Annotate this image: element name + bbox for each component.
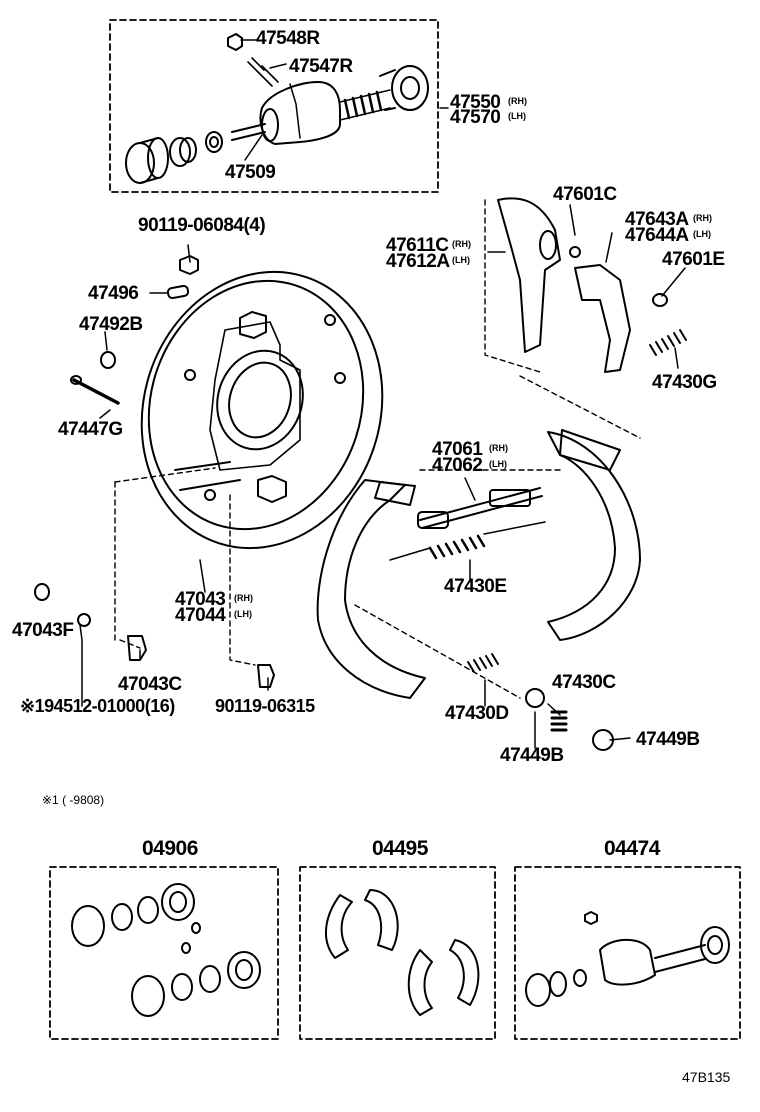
label-47644A: 47644A — [625, 225, 689, 246]
kit-label-04474: 04474 — [604, 837, 660, 860]
label-90119-06084: 90119-06084(4) — [138, 215, 266, 236]
adjuster-and-springs — [389, 487, 614, 751]
kit-label-04906: 04906 — [142, 837, 198, 860]
side-lh-47044: (LH) — [234, 609, 252, 619]
label-47601C: 47601C — [553, 184, 617, 205]
brake-shoes — [316, 429, 641, 699]
label-47547R: 47547R — [289, 56, 353, 77]
label-94512-01000: ※194512-01000(16) — [20, 696, 175, 716]
label-47043C: 47043C — [118, 674, 182, 695]
label-47509: 47509 — [225, 162, 276, 183]
side-lh-47612A: (LH) — [452, 255, 470, 265]
label-47548R: 47548R — [256, 28, 320, 49]
label-90119-06315: 90119-06315 — [215, 696, 315, 716]
side-rh-47550: (RH) — [508, 96, 527, 106]
label-47496: 47496 — [88, 283, 139, 304]
kit-04474-box — [514, 866, 741, 1040]
kit-04495-parts — [324, 889, 480, 1016]
label-47612A: 47612A — [386, 251, 450, 272]
label-47601E: 47601E — [662, 249, 725, 270]
kit-04906-box — [49, 866, 279, 1040]
label-47430D: 47430D — [445, 703, 509, 724]
side-lh-47644A: (LH) — [693, 229, 711, 239]
label-47430E: 47430E — [444, 576, 507, 597]
wheel-cylinder-group-box — [109, 19, 439, 193]
label-47430C: 47430C — [552, 672, 616, 693]
label-47062: 47062 — [432, 455, 483, 476]
label-47061: 47061 — [432, 439, 483, 460]
label-47449B-right: 47449B — [636, 729, 700, 750]
kit-04906-parts — [71, 883, 261, 1017]
label-47449B-left: 47449B — [500, 745, 564, 766]
backing-plate — [140, 270, 384, 550]
side-rh-47061: (RH) — [489, 443, 508, 453]
small-hardware-left — [34, 255, 275, 688]
kit-04474-parts — [525, 911, 730, 1007]
wheel-cylinder-parts — [125, 33, 429, 184]
label-47643A: 47643A — [625, 209, 689, 230]
label-47570: 47570 — [450, 107, 501, 128]
label-47447G: 47447G — [58, 419, 123, 440]
side-lh-47570: (LH) — [508, 111, 526, 121]
label-47550: 47550 — [450, 92, 501, 113]
guide-lines — [114, 199, 641, 699]
label-47492B: 47492B — [79, 314, 143, 335]
label-47430G: 47430G — [652, 372, 717, 393]
side-rh-47043: (RH) — [234, 593, 253, 603]
applicability-note: ※1 ( -9808) — [42, 793, 105, 807]
kit-label-04495: 04495 — [372, 837, 428, 860]
label-47611C: 47611C — [386, 235, 449, 256]
side-rh-47611C: (RH) — [452, 239, 471, 249]
label-47043F: 47043F — [12, 620, 74, 641]
side-rh-47643A: (RH) — [693, 213, 712, 223]
leader-lines — [79, 39, 686, 749]
parking-brake-lever — [497, 197, 687, 373]
kit-04495-box — [299, 866, 496, 1040]
side-lh-47062: (LH) — [489, 459, 507, 469]
label-47043: 47043 — [175, 589, 226, 610]
label-47044: 47044 — [175, 605, 226, 626]
figure-code: 47B135 — [682, 1069, 731, 1085]
